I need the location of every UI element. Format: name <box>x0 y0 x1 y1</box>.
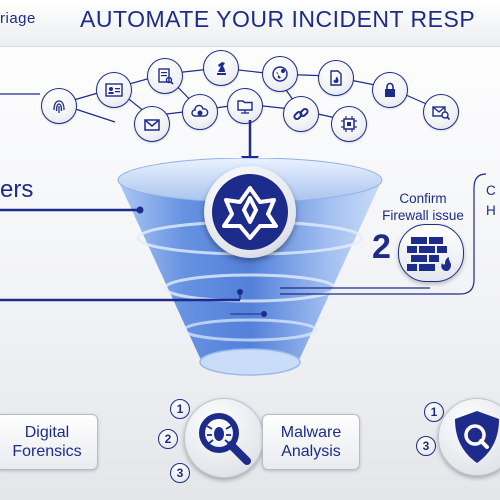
envelope-search-icon <box>423 94 459 130</box>
left-step-badge-2: 2 <box>158 429 178 449</box>
malware-analysis-line2: Analysis <box>281 443 341 460</box>
padlock-icon <box>372 72 408 108</box>
malware-scan-badge[interactable] <box>184 398 264 478</box>
malware-analysis-card[interactable]: Malware Analysis <box>262 414 360 470</box>
brand-name: riage <box>0 10 36 27</box>
digital-forensics-line2: Forensics <box>12 443 82 460</box>
left-step-badge-1: 1 <box>170 399 190 419</box>
chess-knight-icon <box>203 50 239 86</box>
step2-number: 2 <box>372 228 391 266</box>
file-fire-icon <box>318 60 354 96</box>
shield-search-icon <box>455 411 499 463</box>
right-fragment-1: C <box>486 183 496 198</box>
cpu-chip-icon <box>331 106 367 142</box>
left-connector-lines <box>0 206 267 317</box>
firewall-icon <box>407 237 451 271</box>
document-search-icon <box>147 58 183 94</box>
triage-emblem <box>204 166 296 258</box>
chain-link-icon <box>283 96 319 132</box>
page-headline: AUTOMATE YOUR INCIDENT RESP <box>80 6 476 32</box>
shield-scan-badge[interactable] <box>438 398 500 476</box>
right-step-badge-3: 3 <box>416 436 436 456</box>
folder-network-icon <box>227 88 263 124</box>
incident-funnel <box>117 158 383 376</box>
mail-icon <box>134 106 170 142</box>
header-band <box>0 0 500 47</box>
step2-caption-line2: Firewall issue <box>382 208 464 223</box>
globe-bug-icon <box>262 56 298 92</box>
right-step-badge-1: 1 <box>424 402 444 422</box>
fingerprint-icon <box>41 88 77 124</box>
digital-forensics-line1: Digital <box>24 424 70 441</box>
step2-caption-line1: Confirm <box>399 191 447 206</box>
firewall-badge <box>398 224 464 282</box>
right-fragment-2: H <box>486 203 496 218</box>
cloud-info-icon <box>182 94 218 130</box>
digital-forensics-card[interactable]: Digital Forensics <box>0 414 98 470</box>
malware-analysis-line1: Malware <box>280 424 342 441</box>
left-step-badge-3: 3 <box>170 463 190 483</box>
bug-magnifier-icon <box>199 413 251 465</box>
right-connector-lines <box>280 173 487 295</box>
contact-card-icon <box>96 72 132 108</box>
left-label-fragment: ers <box>0 176 34 203</box>
